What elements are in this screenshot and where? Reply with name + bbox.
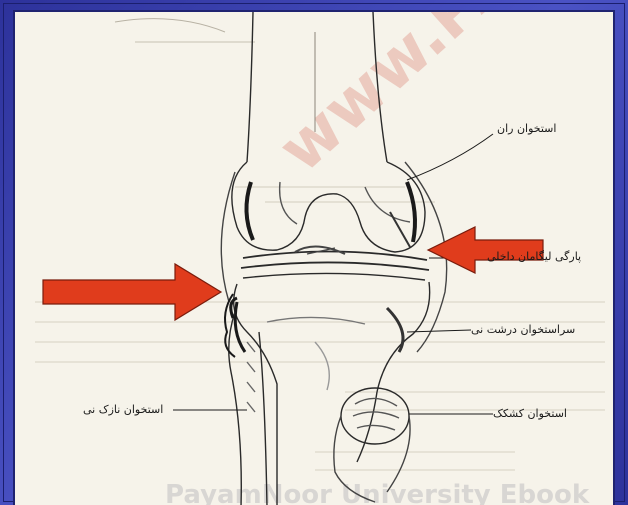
label-fibula: استخوان نازک نی xyxy=(83,403,163,416)
label-tibia-head: سراستخوان درشت نی xyxy=(471,323,575,336)
label-femur: استخوان ران xyxy=(497,122,556,135)
right-pointing-arrow xyxy=(43,264,221,320)
label-ligament-tear: پارگی لیگامان داخلی xyxy=(487,250,581,263)
label-patella: استخوان کشکک xyxy=(493,407,567,420)
knee-diagram-slide: www.PAYAM*P PayamNoor University Ebook xyxy=(13,10,615,505)
